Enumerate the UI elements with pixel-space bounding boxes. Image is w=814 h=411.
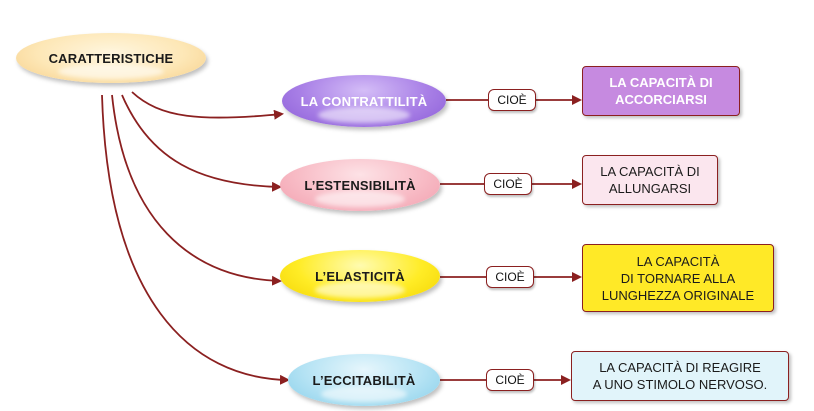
root-node: CARATTERISTICHE bbox=[16, 33, 206, 83]
cioe-box-2: CIOÈ bbox=[484, 173, 532, 195]
node-contrattilita-label: LA CONTRATTILITÀ bbox=[300, 93, 428, 109]
node-estensibilita: L’ESTENSIBILITÀ bbox=[280, 159, 440, 211]
cioe-box-3: CIOÈ bbox=[486, 266, 534, 288]
link-root-eccitabilita bbox=[101, 94, 290, 385]
definition-contrattilita: LA CAPACITÀ DI ACCORCIARSI bbox=[582, 66, 740, 116]
link-root-contrattilita bbox=[131, 91, 284, 120]
node-eccitabilita: L’ECCITABILITÀ bbox=[288, 354, 440, 406]
node-elasticita: L’ELASTICITÀ bbox=[280, 250, 440, 302]
cioe-box-4: CIOÈ bbox=[486, 369, 534, 391]
definition-elasticita: LA CAPACITÀ DI TORNARE ALLA LUNGHEZZA OR… bbox=[582, 244, 774, 312]
link-root-estensibilita bbox=[121, 94, 282, 192]
node-elasticita-label: L’ELASTICITÀ bbox=[315, 268, 405, 284]
link-root-elasticita bbox=[111, 94, 282, 286]
cioe-box-1: CIOÈ bbox=[488, 89, 536, 111]
node-contrattilita: LA CONTRATTILITÀ bbox=[282, 75, 446, 127]
node-eccitabilita-label: L’ECCITABILITÀ bbox=[312, 372, 416, 388]
node-estensibilita-label: L’ESTENSIBILITÀ bbox=[304, 177, 416, 193]
definition-eccitabilita: LA CAPACITÀ DI REAGIRE A UNO STIMOLO NER… bbox=[571, 351, 789, 401]
root-label: CARATTERISTICHE bbox=[48, 50, 174, 66]
definition-estensibilita: LA CAPACITÀ DI ALLUNGARSI bbox=[582, 155, 718, 205]
